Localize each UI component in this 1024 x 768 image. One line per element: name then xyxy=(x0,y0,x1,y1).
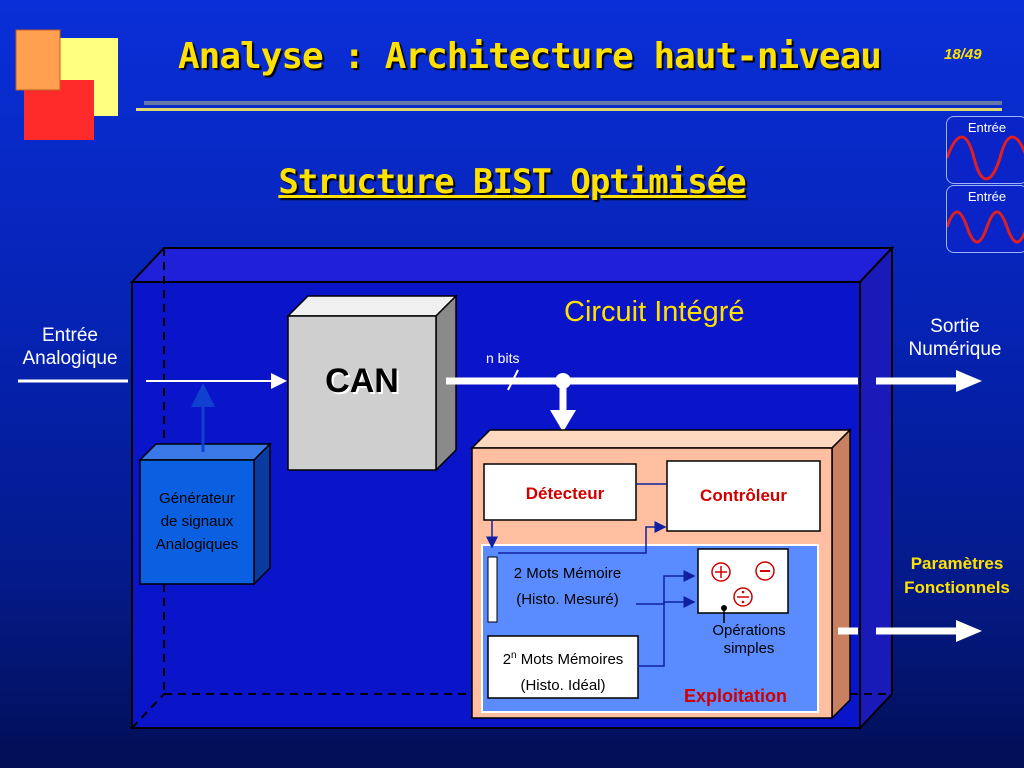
input-label-line1: Entrée xyxy=(42,325,98,346)
wave-panel-1-label: Entrée xyxy=(967,120,1007,135)
output-label-line2: Numérique xyxy=(908,339,1002,360)
memory2-sup: n xyxy=(511,650,517,661)
plus-icon-circle xyxy=(711,562,731,582)
memory2-box xyxy=(487,635,639,699)
generator-line1: Générateur xyxy=(159,490,235,507)
params-arrow-head xyxy=(956,620,982,642)
divide-icon-dot-bottom xyxy=(741,600,745,604)
memory1-label: 2 Mots Mémoire (Histo. Mesuré) xyxy=(499,563,636,611)
controller-label: Contrôleur xyxy=(700,486,787,505)
controller-box xyxy=(666,460,821,532)
input-label: Entrée Analogique xyxy=(2,324,138,370)
circuit-label: Circuit Intégré xyxy=(564,296,745,328)
title-divider-accent xyxy=(136,108,1002,111)
params-label: Paramètres Fonctionnels xyxy=(886,552,1024,600)
input-label-line2: Analogique xyxy=(22,348,118,369)
can-label: CAN xyxy=(325,362,399,400)
generator-box xyxy=(138,442,272,586)
operations-label: Opérations simples xyxy=(694,622,804,658)
divide-icon-circle xyxy=(733,587,753,607)
memory2-line2: (Histo. Idéal) xyxy=(520,677,606,694)
wave-panel-1: Entrée xyxy=(946,116,1024,184)
bus-label: n bits xyxy=(486,350,520,366)
subtitle: Structure BIST Optimisée xyxy=(278,162,746,202)
detector-box xyxy=(483,463,637,521)
page-number: 18/49 xyxy=(944,46,982,63)
can-box xyxy=(286,294,458,472)
output-label-line1: Sortie xyxy=(930,316,980,337)
memory1-bar xyxy=(487,556,498,623)
wave-panel-2-label: Entrée xyxy=(967,189,1007,204)
memory2-prefix: 2 xyxy=(502,651,512,668)
bus-branch-arrow xyxy=(550,410,576,432)
generator-line2: de signaux xyxy=(160,513,234,530)
bus-slash xyxy=(507,369,519,391)
sine-wave-icon xyxy=(947,210,1024,244)
output-arrow-head xyxy=(956,370,982,392)
operations-line2: simples xyxy=(723,640,775,657)
wave-panel-2: Entrée xyxy=(946,185,1024,253)
detector-label: Détecteur xyxy=(525,484,605,503)
minus-icon-circle xyxy=(755,561,775,581)
memory1-line2: (Histo. Mesuré) xyxy=(516,591,619,608)
generator-line3: Analogiques xyxy=(155,536,239,553)
title-divider xyxy=(144,101,1002,105)
memory1-box xyxy=(499,557,636,622)
operations-line1: Opérations xyxy=(712,622,786,639)
memory2-line1: Mots Mémoires xyxy=(516,651,624,668)
generator-label: Générateur de signaux Analogiques xyxy=(140,487,254,556)
exploitation-label: Exploitation xyxy=(684,686,787,706)
logo-squares xyxy=(15,29,118,140)
divide-icon-dot-top xyxy=(741,590,745,594)
sine-wave-icon xyxy=(947,135,1024,181)
output-label: Sortie Numérique xyxy=(888,315,1022,361)
memory1-line1: 2 Mots Mémoire xyxy=(513,565,622,582)
params-label-line1: Paramètres xyxy=(910,554,1004,573)
memory2-label: 2n Mots Mémoires (Histo. Idéal) xyxy=(488,645,638,697)
operations-box xyxy=(697,548,789,614)
memory2-line1-wrap: 2n Mots Mémoires xyxy=(488,645,638,671)
params-label-line2: Fonctionnels xyxy=(904,578,1010,597)
connection-lines xyxy=(486,520,696,667)
slide-title: Analyse : Architecture haut-niveau xyxy=(178,36,882,77)
